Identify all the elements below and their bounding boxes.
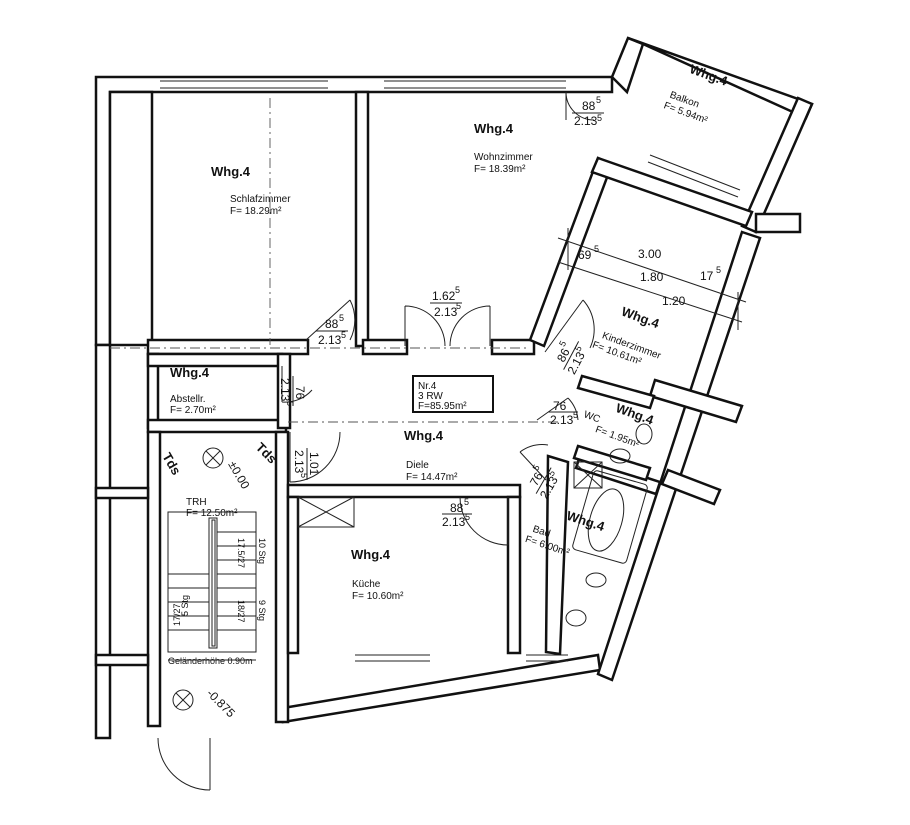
svg-text:5: 5 (557, 339, 568, 348)
svg-text:2.13: 2.13 (442, 515, 466, 529)
diele-unit: Whg.4 (404, 428, 444, 443)
svg-text:88: 88 (582, 99, 596, 113)
axis-lines (110, 98, 560, 423)
level-lower: -0.875 (204, 686, 238, 720)
level-symbols (172, 447, 224, 711)
unit-summary-box: Nr.4 3 RW F=85.95m² (412, 375, 494, 413)
door-dimensions: 88 5 2.13 5 1.62 5 2.13 5 88 5 2.13 5 86… (278, 95, 604, 529)
svg-text:2.13: 2.13 (292, 450, 306, 474)
svg-text:5: 5 (456, 301, 461, 311)
interior-walls (108, 90, 754, 728)
svg-text:5: 5 (299, 473, 309, 478)
diele-area: F= 14.47m² (406, 472, 458, 483)
wohnzimmer-area: F= 18.39m² (474, 164, 526, 175)
abstellr-area: F= 2.70m² (170, 405, 217, 416)
svg-text:2.13: 2.13 (434, 305, 458, 319)
tds-left: Tds (159, 450, 184, 478)
svg-text:5: 5 (464, 497, 469, 507)
svg-text:2.13: 2.13 (574, 114, 598, 128)
door-label-abstellr: 76 2.13 5 (278, 376, 307, 406)
level-upper: ±0.00 (225, 459, 252, 492)
schlafzimmer-name: Schlafzimmer (230, 194, 291, 205)
flight-up: 10 Stg (257, 538, 267, 564)
doors (157, 91, 595, 791)
svg-text:86: 86 (554, 346, 573, 365)
flight-left-ratio: 17/27 (172, 603, 182, 626)
svg-text:5: 5 (531, 463, 542, 472)
flight-down-ratio: 18/27 (236, 600, 246, 623)
svg-text:5: 5 (573, 410, 578, 420)
svg-text:5: 5 (465, 512, 470, 522)
kinderzimmer-unit: Whg.4 (619, 304, 661, 332)
balkon-unit: Whg.4 (688, 61, 730, 89)
flight-left: 5 Stg (180, 595, 190, 616)
dim-right: 17 (700, 269, 714, 283)
door-label-kueche: 88 5 2.13 5 (442, 497, 472, 529)
wc-area: F= 1.95m² (594, 424, 641, 450)
svg-text:2.13: 2.13 (550, 413, 574, 427)
bad-unit: Whg.4 (565, 508, 607, 535)
abstellr-name: Abstellr. (170, 394, 206, 405)
trh-area: F= 12.50m² (186, 508, 238, 519)
svg-text:2.13: 2.13 (318, 333, 342, 347)
door-label-entrance: 1.01 2.13 5 (292, 448, 321, 480)
diele-name: Diele (406, 460, 429, 471)
wohnzimmer-name: Wohnzimmer (474, 152, 533, 163)
dim-left-sup: 5 (594, 244, 599, 254)
dim-middle: 1.80 (640, 270, 664, 284)
kinderzimmer-dimensions: 3.00 69 5 1.80 17 5 1.20 (578, 244, 721, 308)
flight-down: 9 Stg (257, 600, 267, 621)
dim-left: 69 (578, 248, 592, 262)
shaft (297, 496, 355, 528)
dim-right-sup: 5 (716, 265, 721, 275)
svg-text:1.62: 1.62 (432, 289, 456, 303)
railing-height: Geländerhöhe 0.90m (168, 656, 253, 666)
svg-text:88: 88 (325, 317, 339, 331)
svg-text:5: 5 (546, 468, 557, 477)
staircase (167, 511, 257, 661)
wohnzimmer-unit: Whg.4 (474, 121, 514, 136)
svg-text:76: 76 (293, 386, 307, 400)
bad-name: Bad (531, 524, 551, 540)
door-label-schlafzimmer: 88 5 2.13 5 (316, 313, 348, 347)
svg-text:5: 5 (339, 313, 344, 323)
left-strip (94, 486, 150, 667)
svg-text:5: 5 (597, 113, 602, 123)
fixtures (565, 423, 653, 627)
svg-text:5: 5 (285, 401, 295, 406)
dim-window: 1.20 (662, 294, 686, 308)
stair-labels: Tds Tds ±0.00 -0.875 10 Stg 17.5/27 9 St… (159, 440, 279, 721)
schlafzimmer-area: F= 18.29m² (230, 206, 282, 217)
nr-line3: F=85.95m² (418, 401, 467, 412)
outer-walls (94, 36, 814, 740)
svg-text:5: 5 (596, 95, 601, 105)
nr-line2: 3 RW (418, 391, 443, 402)
svg-text:88: 88 (450, 501, 464, 515)
door-label-wohnzimmer: 1.62 5 2.13 5 (430, 285, 462, 319)
flight-up-ratio: 17.5/27 (236, 538, 246, 568)
svg-text:76: 76 (527, 470, 546, 489)
door-label-wc: 76 2.13 5 (548, 399, 578, 427)
svg-text:5: 5 (455, 285, 460, 295)
trh-name: TRH (186, 497, 207, 508)
svg-text:76: 76 (553, 399, 567, 413)
dim-top: 3.00 (638, 247, 662, 261)
wc-name: WC (582, 409, 601, 425)
schlafzimmer-unit: Whg.4 (211, 164, 251, 179)
kueche-area: F= 10.60m² (352, 591, 404, 602)
kueche-name: Küche (352, 579, 381, 590)
abstellr-unit: Whg.4 (170, 365, 210, 380)
svg-text:2.13: 2.13 (278, 378, 292, 402)
dimension-lines (557, 228, 747, 330)
svg-text:1.01: 1.01 (307, 452, 321, 476)
svg-text:5: 5 (341, 330, 346, 340)
kueche-unit: Whg.4 (351, 547, 391, 562)
svg-text:5: 5 (573, 344, 584, 353)
windows (160, 80, 741, 662)
nr-line1: Nr.4 (418, 381, 437, 392)
door-label-balkon: 88 5 2.13 5 (572, 95, 604, 128)
